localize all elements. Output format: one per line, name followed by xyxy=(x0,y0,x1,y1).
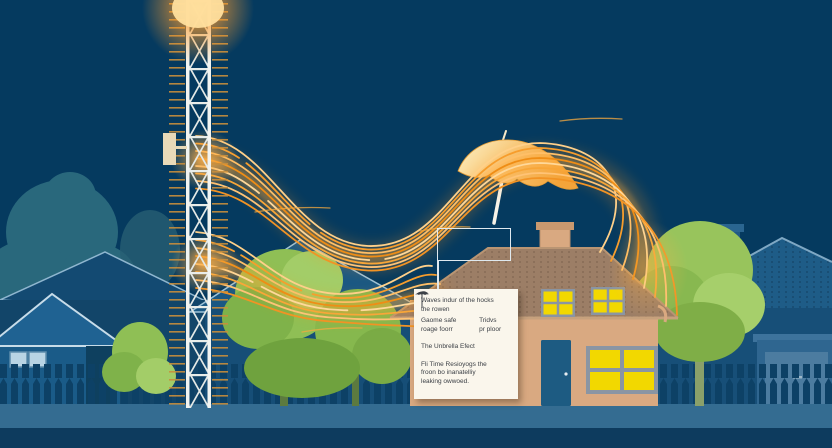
tower-top-glow xyxy=(142,0,254,64)
card-body-line-3: leaking owwoed. xyxy=(421,377,470,385)
tower-ticks-right xyxy=(212,2,228,406)
card-right-top: Tridvs xyxy=(479,317,497,324)
antenna-bracket xyxy=(176,146,187,149)
card-left-bottom: roage foorr xyxy=(421,325,453,333)
transmission-tower xyxy=(142,0,254,408)
wave-streaks xyxy=(254,117,623,333)
card-line-2: the rowen xyxy=(417,291,512,315)
umbrella-stick-icon xyxy=(415,291,429,308)
chimney-cap xyxy=(536,222,574,230)
label-leader-line xyxy=(437,260,439,289)
ground-band xyxy=(0,404,832,430)
annotation-card: Waves indur of the hocks the rowen Gaome… xyxy=(414,289,518,399)
tower-rail-right xyxy=(207,0,211,408)
ground-dark-band xyxy=(0,428,832,448)
door-handle xyxy=(564,372,568,376)
card-columns: Gaome safe roage foorr Tridvs pr ploor xyxy=(415,291,512,334)
card-body-line-1: Fli Time Resioyogs the xyxy=(421,360,487,368)
tower-lattice xyxy=(189,0,208,408)
tower-ticks-left xyxy=(169,2,185,406)
card-right-bottom: pr ploor xyxy=(479,325,502,333)
antenna-panel xyxy=(163,133,176,165)
card-body-line-2: froon bo inanatelliy xyxy=(421,369,476,376)
front-door xyxy=(541,340,571,406)
card-line-1: Waves indur of the hocks xyxy=(421,297,494,304)
card-heading: The Unbrella Efect xyxy=(421,343,475,350)
tower-rail-left xyxy=(186,0,190,408)
empty-label-box xyxy=(437,228,511,261)
radio-waves-upper xyxy=(195,135,678,316)
card-left-top: Gaome safe xyxy=(421,317,457,324)
tower-top-glow-core xyxy=(172,0,224,28)
wave-impact-glow xyxy=(608,220,688,320)
green-bush-left xyxy=(102,322,176,394)
window-lower xyxy=(586,346,658,394)
window-upper-left xyxy=(541,289,575,317)
